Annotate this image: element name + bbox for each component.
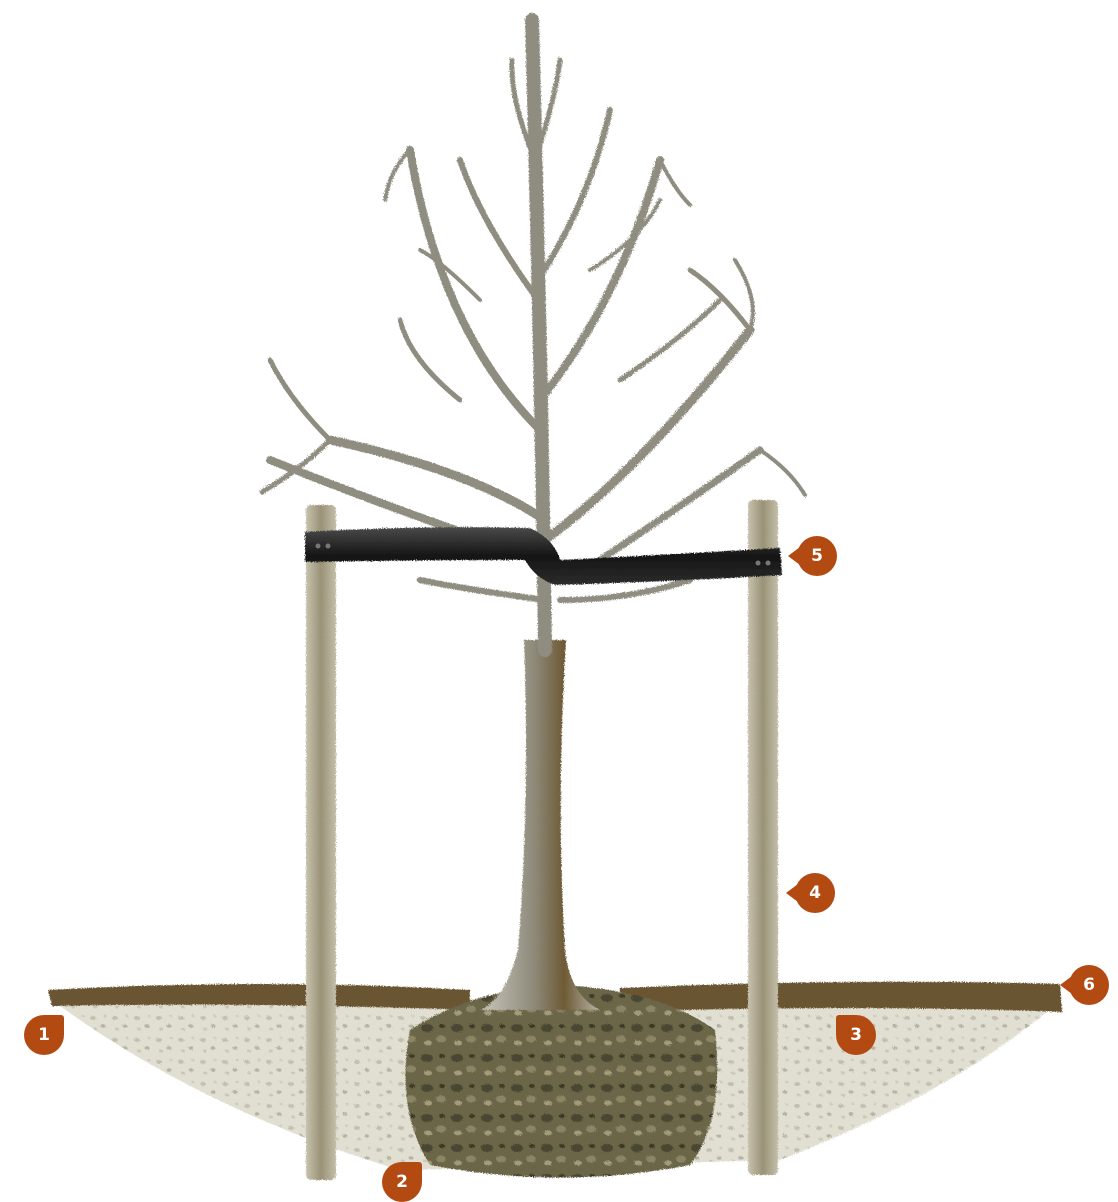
marker-2[interactable]: 2 [382, 1162, 422, 1202]
marker-1-label: 1 [38, 1025, 50, 1045]
right-stake [748, 500, 778, 1175]
marker-4[interactable]: 4 [795, 873, 835, 913]
marker-4-label: 4 [809, 883, 821, 903]
marker-6-label: 6 [1083, 975, 1095, 995]
marker-3[interactable]: 3 [836, 1015, 876, 1055]
marker-3-label: 3 [850, 1025, 862, 1045]
tie-nail [756, 561, 761, 566]
marker-5[interactable]: 5 [797, 536, 837, 576]
tie-nail [766, 561, 771, 566]
marker-2-label: 2 [396, 1172, 408, 1192]
marker-5-label: 5 [811, 546, 823, 566]
tie-nail [326, 544, 331, 549]
topsoil-layer-right [620, 982, 1062, 1012]
left-stake [306, 505, 336, 1180]
tie-nail [316, 544, 321, 549]
tree-trunk [480, 640, 600, 1010]
marker-1[interactable]: 1 [24, 1015, 64, 1055]
root-ball [406, 985, 718, 1178]
marker-6[interactable]: 6 [1069, 965, 1109, 1005]
